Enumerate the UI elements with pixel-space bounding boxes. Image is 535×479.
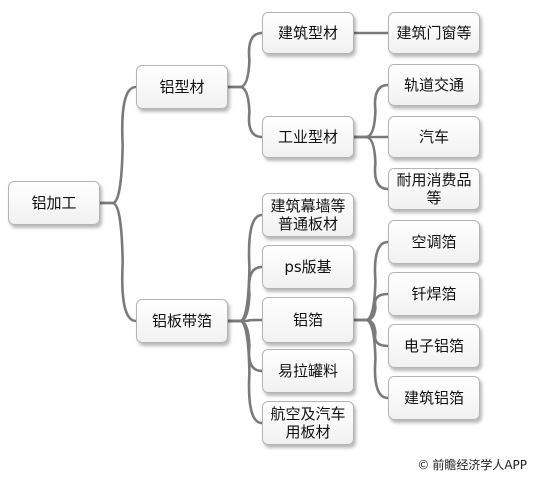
connector-extrusion-industrial_profile [226, 85, 264, 139]
node-foil: 铝箔 [262, 297, 354, 343]
connector-foil-ac_foil [352, 240, 390, 322]
source-footer: © 前瞻经济学人APP [417, 456, 527, 473]
node-aero: 航空及汽车 用板材 [262, 401, 354, 445]
connector-root-sheet [98, 201, 138, 323]
node-ps: ps版基 [262, 245, 354, 289]
node-ac-foil: 空调箔 [388, 220, 480, 264]
node-can: 易拉罐料 [262, 349, 354, 393]
node-braze-foil: 钎焊箔 [388, 272, 480, 316]
node-rail: 轨道交通 [388, 64, 480, 106]
node-sheet: 铝板带箔 [136, 299, 228, 343]
connector-industrial_profile-durables [352, 135, 390, 191]
node-doors-windows: 建筑门窗等 [388, 12, 480, 54]
node-root: 铝加工 [8, 181, 100, 225]
source-text: 前瞻经济学人APP [432, 458, 527, 472]
connector-root-extrusion [98, 85, 138, 205]
node-building-profile: 建筑型材 [262, 12, 354, 54]
connector-industrial_profile-rail [352, 83, 390, 139]
connector-extrusion-building_profile [226, 31, 264, 89]
node-durables: 耐用消费品 等 [388, 168, 480, 210]
node-industrial-profile: 工业型材 [262, 116, 354, 158]
node-elec-foil: 电子铝箔 [388, 324, 480, 368]
copyright-icon: © [417, 457, 430, 472]
node-auto: 汽车 [388, 116, 480, 158]
node-curtain: 建筑幕墙等 普通板材 [262, 193, 354, 237]
node-extrusion: 铝型材 [136, 65, 228, 109]
node-build-foil: 建筑铝箔 [388, 376, 480, 420]
connector-sheet-aero [226, 319, 264, 425]
connector-foil-build_foil [352, 318, 390, 400]
